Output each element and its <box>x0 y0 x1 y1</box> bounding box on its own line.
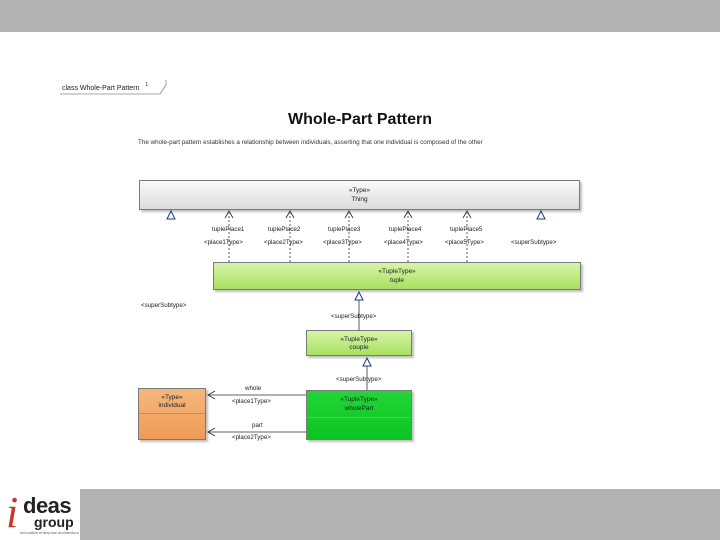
class-wholepart-separator <box>307 417 411 418</box>
class-tuple[interactable]: «TupleType» tuple <box>213 262 581 290</box>
frame-tab <box>60 80 167 95</box>
class-couple-stereotype: «TupleType» <box>340 336 378 343</box>
tuple-place-type-1: <place1Type> <box>204 239 243 246</box>
tuple-place-type-3: <place3Type> <box>323 239 362 246</box>
tuple-place-type-5: <place5Type> <box>445 239 484 246</box>
class-couple[interactable]: «TupleType» couple <box>306 330 412 356</box>
logo-tagline: innovative enterprise architecture solut… <box>20 530 96 535</box>
wholepart-supertype-label: <superSubtype> <box>336 376 382 383</box>
frame-tab-mark: 1 <box>145 82 149 88</box>
class-tuple-name: tuple <box>389 277 405 284</box>
association-part-role: part <box>252 422 263 429</box>
tuple-place-role-1: tuplePlace1 <box>212 226 245 233</box>
generalization-arrow-right <box>536 209 546 220</box>
frame-name: class Whole-Part Pattern <box>62 85 140 92</box>
class-individual-stereotype: «Type» <box>161 394 183 401</box>
top-banner <box>0 0 720 32</box>
logo-initial: i <box>6 488 19 537</box>
logo-word-1: deas <box>23 493 72 518</box>
tuple-place-type-2: <place2Type> <box>264 239 303 246</box>
association-whole-type: <place1Type> <box>232 398 271 405</box>
diagram-title: Whole-Part Pattern <box>287 111 432 128</box>
tuple-place-type-4: <place4Type> <box>384 239 423 246</box>
class-individual-separator <box>139 413 205 414</box>
bottom-banner <box>80 489 720 540</box>
tuple-place-role-3: tuplePlace3 <box>328 226 361 233</box>
logo-word-2: group <box>34 514 74 530</box>
class-wholepart-name: wholePart <box>344 405 374 412</box>
tuple-place-role-5: tuplePlace5 <box>450 226 483 233</box>
frame-label: class Whole-Part Pattern 1 <box>62 82 148 92</box>
class-individual-name: individual <box>158 402 186 409</box>
couple-supertype-label: <superSubtype> <box>331 313 377 320</box>
tuple-place-role-2: tuplePlace2 <box>268 226 301 233</box>
company-logo: i deas group innovative enterprise archi… <box>0 488 96 540</box>
class-wholepart-stereotype: «TupleType» <box>340 396 378 403</box>
tuple-place-role-4: tuplePlace4 <box>389 226 422 233</box>
class-tuple-stereotype: «TupleType» <box>378 268 416 275</box>
generalization-arrow-left <box>166 209 176 220</box>
thing-supertype-label: <superSubtype> <box>511 239 557 246</box>
association-whole-role: whole <box>245 385 262 392</box>
class-thing[interactable]: «Type» Thing <box>139 180 580 210</box>
class-thing-stereotype: «Type» <box>348 187 371 194</box>
class-wholepart[interactable]: «TupleType» wholePart <box>306 390 412 440</box>
association-part-type: <place2Type> <box>232 434 271 441</box>
class-couple-name: couple <box>349 344 369 351</box>
diagram-description: The whole-part pattern establishes a rel… <box>138 139 483 146</box>
class-individual[interactable]: «Type» individual <box>138 388 206 440</box>
class-thing-name: Thing <box>351 196 368 203</box>
tuple-supertype-label: <superSubtype> <box>141 302 187 309</box>
